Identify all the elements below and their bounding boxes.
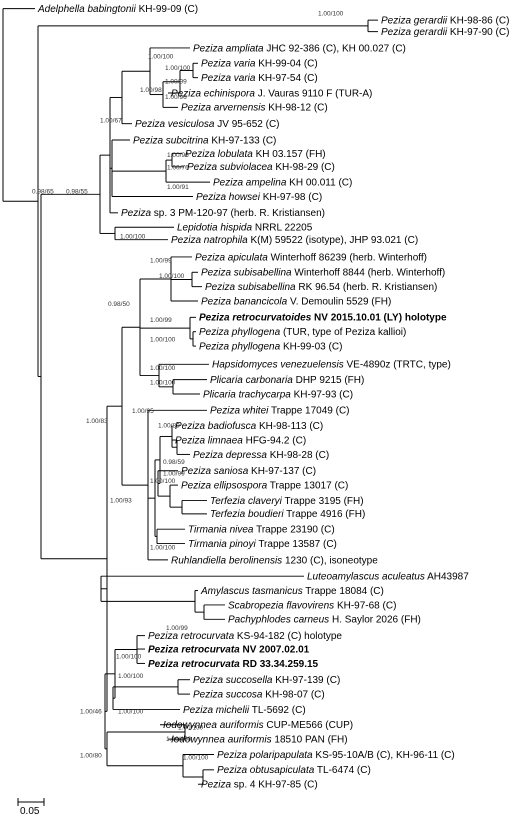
support-value: 1.00/93 xyxy=(110,497,132,504)
taxon-label: Plicaria carbonaria DHP 9215 (FH) xyxy=(210,375,364,386)
tree-branches xyxy=(2,8,378,785)
taxon-label: Peziza echinispora J. Vauras 9110 F (TUR… xyxy=(171,88,372,99)
taxon-label: Tirmania pinoyi Trappe 13587 (C) xyxy=(188,539,337,550)
taxon-label: Peziza howsei KH-97-98 (C) xyxy=(196,192,322,203)
taxon-label: Peziza vesiculosa JV 95-652 (C) xyxy=(135,119,280,130)
support-value: 1.00/100 xyxy=(318,10,344,17)
taxon-label: Peziza ampelina KH 00.011 (C) xyxy=(213,178,352,189)
support-value: 1.00/100 xyxy=(150,336,176,343)
support-value: 1.00/99 xyxy=(150,258,172,265)
taxon-label: Peziza whitei Trappe 17049 (C) xyxy=(210,406,350,417)
taxon-label: Peziza subviolacea KH-98-29 (C) xyxy=(187,162,335,173)
taxon-label: Peziza subcitrina KH-97-133 (C) xyxy=(133,135,276,146)
taxon-label: Peziza saniosa KH-97-137 (C) xyxy=(181,466,316,477)
scale-bar: 0.05 xyxy=(17,798,45,816)
support-value: 1.00/46 xyxy=(80,708,102,715)
taxon-label: Terfezia boudieri Trappe 4916 (FH) xyxy=(210,509,365,520)
support-value: 1.00/99 xyxy=(150,317,172,324)
taxon-label: Peziza polaripapulata KS-95-10A/B (C), K… xyxy=(217,750,455,761)
taxon-label: Peziza gerardii KH-97-90 (C) xyxy=(381,27,509,38)
taxon-label: Peziza retrocurvata NV 2007.02.01 xyxy=(148,644,310,655)
taxon-label: Luteoamylascus aculeatus AH43987 xyxy=(307,572,469,583)
support-value: 1.00/100 xyxy=(118,673,144,680)
scale-bar-label: 0.05 xyxy=(20,806,40,816)
taxon-label: Pachyphlodes carneus H. Saylor 2026 (FH) xyxy=(228,615,421,626)
taxon-label: Peziza succosa KH-98-07 (C) xyxy=(193,689,325,700)
taxon-label: Peziza retrocurvata KS-94-182 (C) holoty… xyxy=(148,631,342,642)
taxon-label: Amylascus tasmanicus Trappe 18084 (C) xyxy=(200,586,384,597)
taxon-label: Peziza depressa KH-98-28 (C) xyxy=(193,450,329,461)
support-value: 1.00/100 xyxy=(166,736,192,743)
support-value: 1.00/67 xyxy=(100,118,122,125)
taxon-label: Iodowynnea auriformis 18510 PAN (FH) xyxy=(171,735,348,746)
support-value: 1.00/99 xyxy=(165,78,187,85)
support-value: 1.00/96 xyxy=(165,94,187,101)
taxon-label: Peziza gerardii KH-98-86 (C) xyxy=(381,15,509,26)
taxon-label: Peziza subisabellina Winterhoff 8844 (he… xyxy=(201,268,445,279)
support-value: 0.98/65 xyxy=(32,189,54,196)
taxon-label: Peziza ampliata JHC 92-386 (C), KH 00.02… xyxy=(193,43,406,54)
taxon-label: Peziza apiculata Winterhoff 86239 (herb.… xyxy=(195,252,427,263)
taxon-labels: Adelphella babingtonii KH-99-09 (C) Peziz… xyxy=(37,4,509,791)
taxon-label: Scabropezia flavovirens KH-97-68 (C) xyxy=(228,600,396,611)
support-value: 1.00/100 xyxy=(120,234,146,241)
support-value: 1.00/100 xyxy=(165,65,191,72)
support-value: 1.00/100 xyxy=(178,725,204,732)
taxon-label: Peziza retrocurvatoides NV 2015.10.01 (L… xyxy=(199,313,447,324)
taxon-label: Peziza succosella KH-97-139 (C) xyxy=(193,675,340,686)
taxon-label: Ruhlandiella berolinensis 1230 (C), ison… xyxy=(171,555,378,566)
support-value: 1.00/100 xyxy=(150,365,176,372)
taxon-label: Peziza subisabellina RK 96.54 (herb. R. … xyxy=(205,282,437,293)
support-value: 1.00/98 xyxy=(140,87,162,94)
taxon-label: Peziza sp. 3 PM-120-97 (herb. R. Kristia… xyxy=(121,208,325,219)
taxon-label: Adelphella babingtonii KH-99-09 (C) xyxy=(37,4,198,15)
taxon-label: Plicaria trachycarpa KH-97-93 (C) xyxy=(203,389,353,400)
taxon-label: Peziza natrophila K(M) 59522 (isotype), … xyxy=(171,235,418,246)
taxon-label: Terfezia claveryi Trappe 3195 (FH) xyxy=(210,496,364,507)
support-value: 0.98/59 xyxy=(163,459,185,466)
support-value: 1.00/91 xyxy=(167,184,189,191)
support-value: 0.98/55 xyxy=(66,189,88,196)
support-value: 1.00/76 xyxy=(167,165,189,172)
taxon-label: Tirmania nivea Trappe 23190 (C) xyxy=(188,525,335,536)
support-value: 1.00/96 xyxy=(167,152,189,159)
support-value: 1.00/100 xyxy=(159,273,185,280)
support-value: 1.00/100 xyxy=(150,478,176,485)
taxon-label: Peziza obtusapiculata TL-6474 (C) xyxy=(217,765,371,776)
taxon-label: Peziza arvernensis KH-98-12 (C) xyxy=(181,103,328,114)
support-value: 1.00/99 xyxy=(166,625,188,632)
taxon-label: Peziza limnaea HFG-94.2 (C) xyxy=(175,435,306,446)
taxon-label: Peziza ellipsospora Trappe 13017 (C) xyxy=(181,480,348,491)
support-value: 1.00/100 xyxy=(183,754,209,761)
support-value: 1.00/80 xyxy=(80,752,102,759)
taxon-label: Peziza lobulata KH 03.157 (FH) xyxy=(185,149,326,160)
support-value: 1.00/100 xyxy=(150,544,176,551)
taxon-label: Peziza varia KH-99-04 (C) xyxy=(201,59,318,70)
support-value: 0.98/50 xyxy=(108,301,130,308)
taxon-label: Hapsidomyces venezuelensis VE-4890z (TRT… xyxy=(212,360,451,371)
support-value: 1.00/100 xyxy=(116,654,142,661)
support-value: 1.00/83 xyxy=(86,418,108,425)
support-value: 1.00/100 xyxy=(150,379,176,386)
support-value: 1.00/95 xyxy=(132,408,154,415)
taxon-label: Peziza phyllogena KH-99-03 (C) xyxy=(199,341,342,352)
taxon-label: Lepidotia hispida NRRL 22205 xyxy=(177,223,313,234)
taxon-label: Peziza banancicola V. Demoulin 5529 (FH) xyxy=(201,296,391,307)
taxon-label: Peziza retrocurvata RD 33.34.259.15 xyxy=(148,659,319,670)
taxon-label: Iodowynnea auriformis CUP-ME566 (CUP) xyxy=(163,720,353,731)
taxon-label: Peziza sp. 4 KH-97-85 (C) xyxy=(201,780,318,791)
taxon-label: Peziza michelii TL-5692 (C) xyxy=(183,705,306,716)
taxon-label: Peziza phyllogena (TUR, type of Peziza k… xyxy=(199,327,406,338)
support-value: 1.00/99 xyxy=(163,471,185,478)
support-values: 1.00/1001.00/1001.00/1001.00/991.00/961.… xyxy=(32,10,344,761)
taxon-label: Peziza varia KH-97-54 (C) xyxy=(201,73,318,84)
support-value: 1.00/100 xyxy=(118,708,144,715)
support-value: 1.00/100 xyxy=(148,53,174,60)
taxon-label: Peziza badiofusca KH-98-113 (C) xyxy=(175,421,323,432)
support-value: 1.00/89 xyxy=(158,423,180,430)
